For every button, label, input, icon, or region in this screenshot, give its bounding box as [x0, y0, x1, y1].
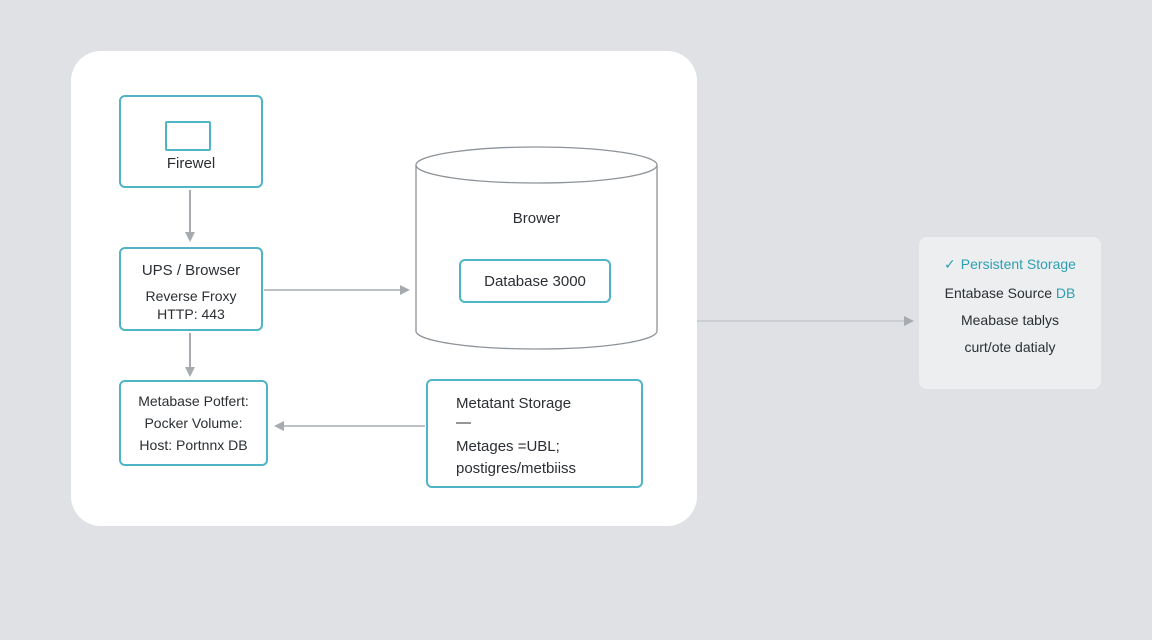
metabase-port-node[interactable]: Metabase Potfert: Pocker Volume: Host: P…: [119, 380, 268, 466]
metadata-storage-line-2: postigres/metbiiss: [456, 460, 577, 477]
line-1-text: Entabase Source: [944, 285, 1056, 301]
persistent-storage-title: Persistent Storage: [960, 256, 1076, 272]
metadata-storage-line-1: Metages =UBL;: [456, 438, 560, 455]
persistent-storage-line-3: curt/ote datialy: [964, 339, 1056, 355]
metabase-port-line-2: Pocker Volume:: [144, 415, 243, 431]
persistent-storage-line-2: Meabase tablys: [960, 312, 1060, 328]
persistent-storage-card[interactable]: ✓Persistent Storage Entabase Source DB M…: [919, 237, 1101, 389]
cylinder-label: Brower: [512, 210, 561, 227]
database-box-label: Database 3000: [484, 272, 586, 290]
cylinder-top: [415, 146, 658, 184]
firewall-node[interactable]: Firewel: [119, 95, 263, 188]
metadata-storage-node[interactable]: Metatant Storage — Metages =UBL; postigr…: [426, 379, 643, 488]
proxy-node[interactable]: UPS / Browser Reverse Froxy HTTP: 443: [119, 247, 263, 331]
firewall-label: Firewel: [166, 155, 216, 172]
cylinder-body: [415, 165, 658, 350]
metabase-port-line-1: Metabase Potfert:: [138, 393, 249, 409]
proxy-title: UPS / Browser: [141, 261, 241, 279]
metabase-port-line-3: Host: Portnnx DB: [139, 437, 248, 453]
check-icon: ✓: [944, 256, 956, 272]
database-cylinder[interactable]: [414, 145, 659, 355]
proxy-line-1: Reverse Froxy: [145, 287, 237, 304]
persistent-storage-line-1: Entabase Source DB: [919, 286, 1101, 300]
database-box[interactable]: Database 3000: [459, 259, 611, 303]
rectangle-icon: [165, 121, 211, 151]
line-1-accent: DB: [1055, 285, 1076, 301]
metadata-storage-divider: —: [456, 414, 471, 431]
proxy-line-2: HTTP: 443: [157, 305, 225, 322]
persistent-storage-heading: ✓Persistent Storage: [919, 256, 1101, 273]
metadata-storage-title: Metatant Storage: [456, 395, 572, 412]
